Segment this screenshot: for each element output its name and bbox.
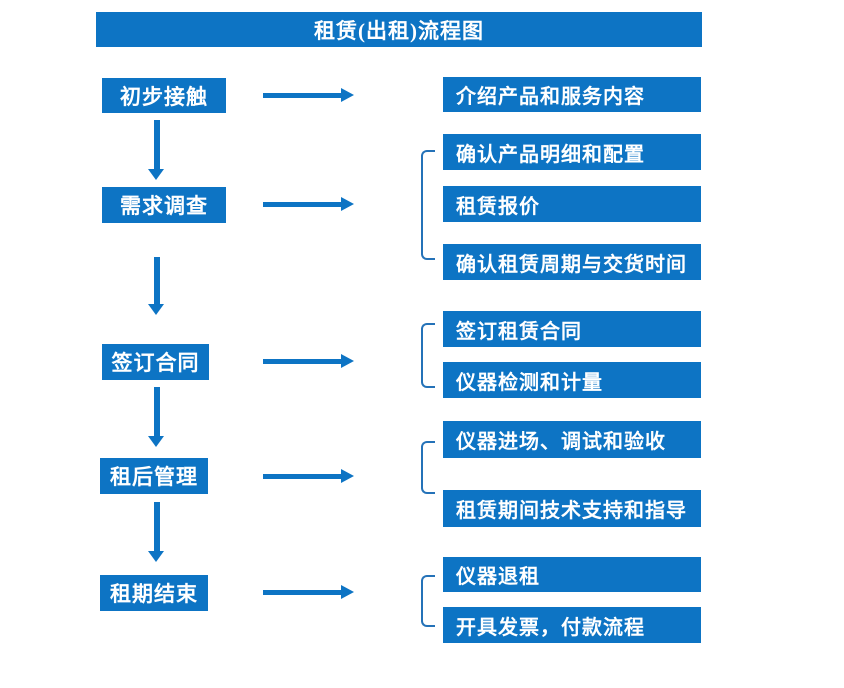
group-bracket-icon [421, 441, 435, 494]
flow-step-initial-contact: 初步接触 [102, 78, 226, 113]
output-sign-rental-contract: 签订租赁合同 [443, 311, 701, 347]
arrow-right-icon [263, 585, 354, 599]
arrow-right-icon [263, 354, 354, 368]
arrow-right-icon [263, 88, 354, 102]
output-confirm-product-details: 确认产品明细和配置 [443, 134, 701, 170]
arrow-right-icon [263, 197, 354, 211]
arrow-down-icon [148, 502, 165, 562]
arrow-down-icon [148, 257, 165, 315]
group-bracket-icon [421, 150, 435, 260]
arrow-right-icon [263, 469, 354, 483]
group-bracket-icon [421, 575, 435, 627]
output-rental-technical-support: 租赁期间技术支持和指导 [443, 490, 701, 527]
output-rental-quotation: 租赁报价 [443, 186, 701, 222]
flow-step-sign-contract: 签订合同 [102, 344, 209, 380]
output-introduce-products-services: 介绍产品和服务内容 [443, 77, 701, 112]
arrow-down-icon [148, 387, 165, 447]
output-confirm-rental-period-delivery: 确认租赁周期与交货时间 [443, 244, 701, 280]
diagram-title: 租赁(出租)流程图 [96, 12, 702, 47]
group-bracket-icon [421, 323, 435, 388]
flow-step-rental-end: 租期结束 [100, 575, 208, 611]
output-instrument-return: 仪器退租 [443, 557, 701, 592]
output-instrument-testing-calibration: 仪器检测和计量 [443, 362, 701, 398]
output-instrument-arrival-acceptance: 仪器进场、调试和验收 [443, 421, 701, 458]
flow-step-post-rental-management: 租后管理 [100, 458, 208, 494]
flow-step-demand-survey: 需求调查 [102, 187, 226, 223]
output-invoice-payment-process: 开具发票，付款流程 [443, 607, 701, 643]
arrow-down-icon [148, 120, 165, 180]
